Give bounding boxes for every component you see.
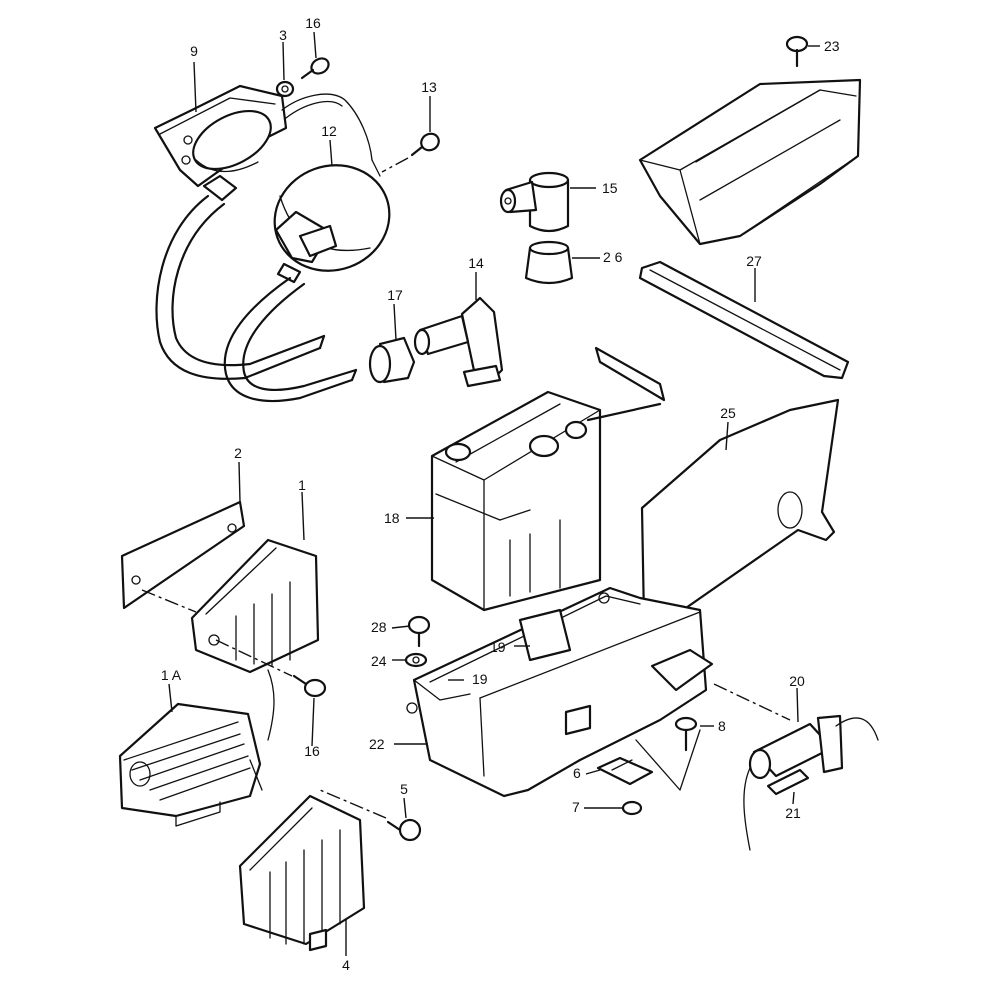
fuse-21 bbox=[766, 768, 810, 796]
ignition-coil-9 bbox=[153, 84, 373, 380]
label-1: 1 bbox=[298, 477, 306, 493]
label-22: 22 bbox=[369, 736, 385, 752]
assembly-line-13 bbox=[381, 157, 409, 173]
label-19-upper: 19 bbox=[490, 639, 506, 655]
regulator-1 bbox=[190, 538, 320, 741]
assembly-line-20 bbox=[713, 683, 791, 721]
bolt-5 bbox=[386, 818, 422, 842]
label-25: 25 bbox=[720, 405, 736, 421]
bolt-23 bbox=[785, 35, 809, 68]
bracket-lines bbox=[635, 729, 701, 791]
washer-24 bbox=[404, 652, 428, 668]
label-27: 27 bbox=[746, 253, 762, 269]
screw-13 bbox=[410, 132, 440, 157]
screw-16-lower bbox=[292, 674, 327, 698]
label-8: 8 bbox=[718, 718, 726, 734]
boot-17 bbox=[368, 336, 416, 384]
regulator-1a bbox=[118, 702, 263, 827]
screw-16-top bbox=[300, 57, 330, 80]
label-23: 23 bbox=[824, 38, 840, 54]
bracket-6 bbox=[596, 756, 654, 786]
nut-7 bbox=[621, 800, 643, 816]
bolt-8 bbox=[674, 716, 698, 752]
label-26: 2 6 bbox=[603, 249, 623, 265]
label-16-top: 16 bbox=[305, 15, 321, 31]
nut-3 bbox=[275, 80, 295, 98]
label-14: 14 bbox=[468, 255, 484, 271]
label-6: 6 bbox=[573, 765, 581, 781]
label-18: 18 bbox=[384, 510, 400, 526]
label-5: 5 bbox=[400, 781, 408, 797]
label-9: 9 bbox=[190, 43, 198, 59]
plug-cap-15 bbox=[499, 171, 570, 233]
plate-2 bbox=[120, 500, 246, 610]
label-19-lower: 19 bbox=[472, 671, 488, 687]
label-20: 20 bbox=[789, 673, 805, 689]
label-28: 28 bbox=[371, 619, 387, 635]
screw-28 bbox=[407, 615, 431, 648]
label-2: 2 bbox=[234, 445, 242, 461]
ignition-coil-12 bbox=[223, 159, 391, 402]
assembly-line-16 bbox=[215, 639, 293, 677]
plug-cover-26 bbox=[524, 240, 574, 285]
label-4: 4 bbox=[342, 957, 350, 973]
sheet-25 bbox=[640, 398, 840, 628]
label-1a: 1 A bbox=[161, 667, 182, 683]
label-21: 21 bbox=[785, 805, 801, 821]
part-labels: 9 3 16 13 12 15 2 6 23 27 14 17 18 25 2 … bbox=[161, 15, 840, 973]
leader-lines bbox=[168, 31, 820, 956]
label-24: 24 bbox=[371, 653, 387, 669]
label-15: 15 bbox=[602, 180, 618, 196]
regulator-4 bbox=[238, 794, 366, 952]
assembly-line-5 bbox=[319, 789, 387, 819]
assembly-line-2 bbox=[141, 589, 197, 613]
tray-27-23 bbox=[638, 78, 862, 246]
label-3: 3 bbox=[279, 27, 287, 43]
label-12: 12 bbox=[321, 123, 337, 139]
battery-18 bbox=[430, 346, 666, 612]
battery-box-22 bbox=[406, 586, 714, 798]
label-17: 17 bbox=[387, 287, 403, 303]
fuse-holder-20 bbox=[743, 714, 879, 851]
label-16-lower: 16 bbox=[304, 743, 320, 759]
label-7: 7 bbox=[572, 799, 580, 815]
plug-cap-14 bbox=[413, 296, 504, 388]
label-13: 13 bbox=[421, 79, 437, 95]
band-27 bbox=[638, 260, 850, 380]
